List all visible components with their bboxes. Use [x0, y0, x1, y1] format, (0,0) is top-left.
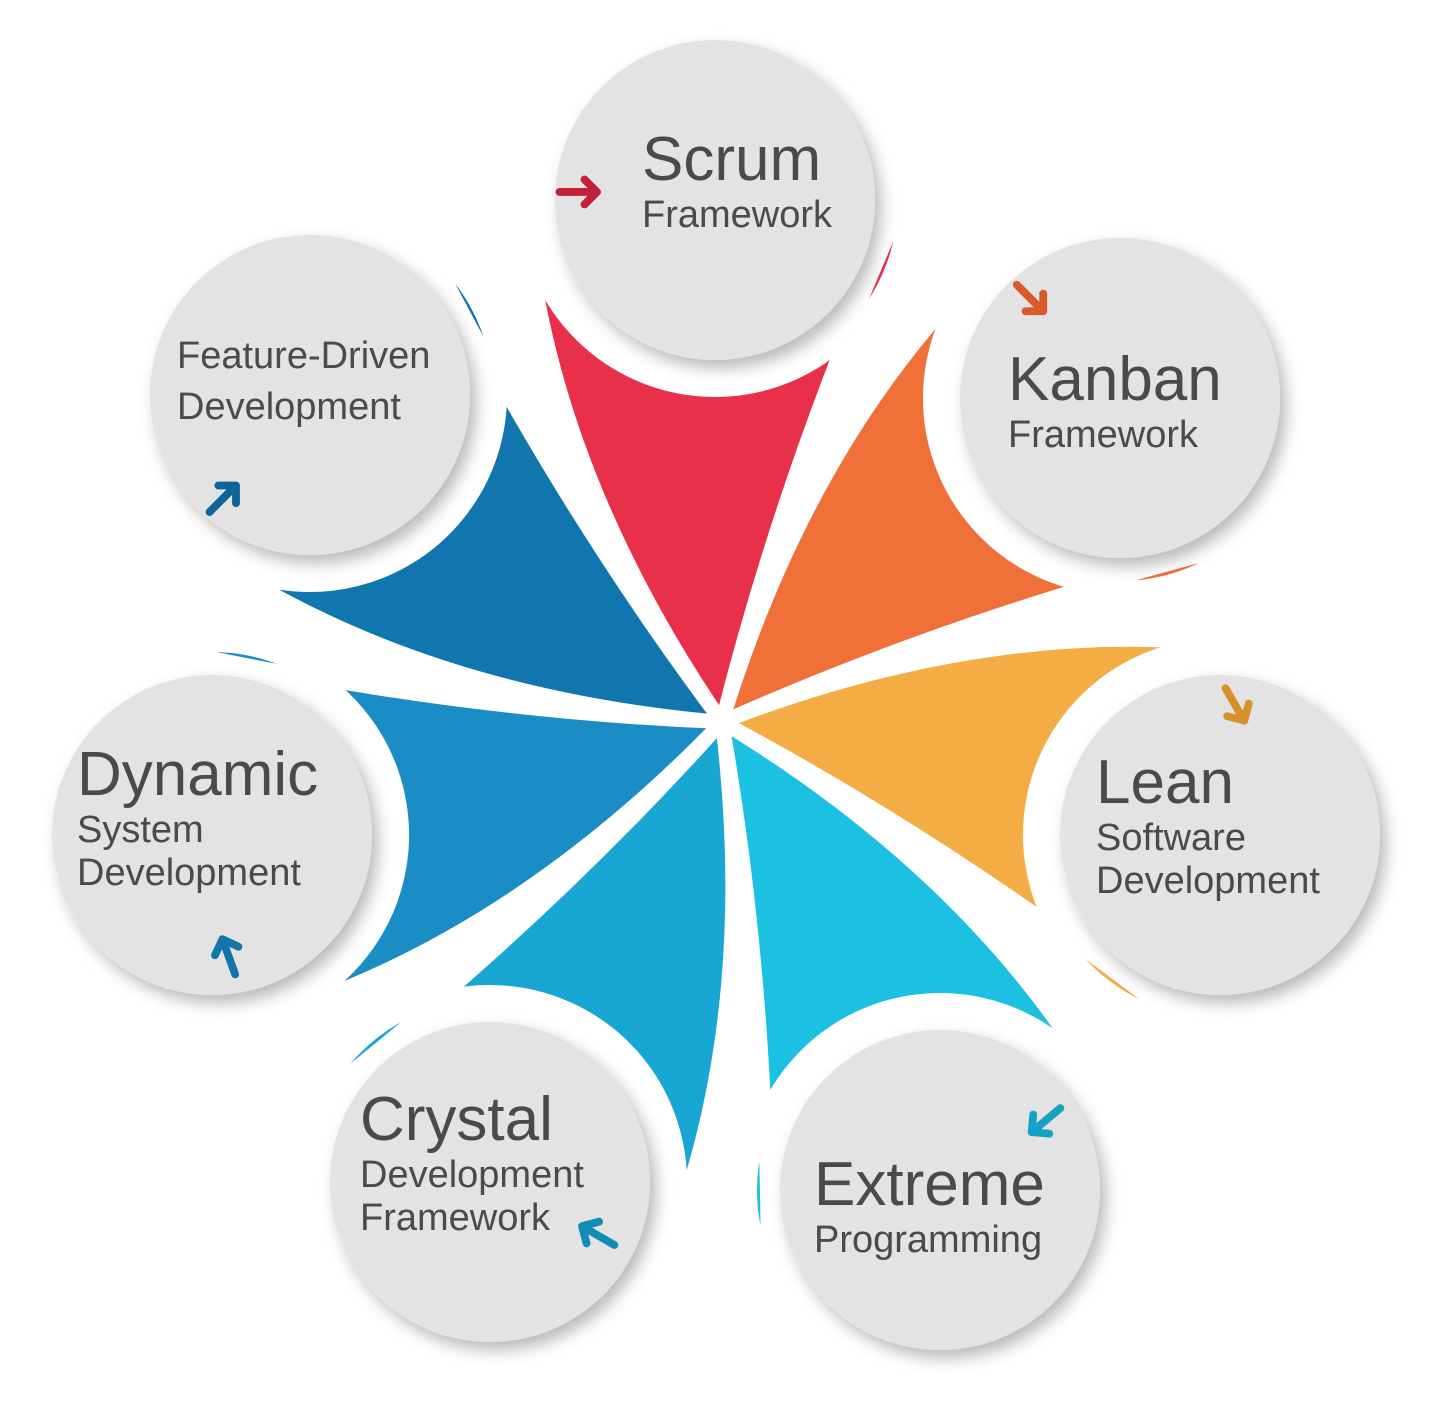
petal-subtitle: Development: [77, 851, 301, 894]
petal-subtitle: Development: [1096, 859, 1320, 902]
petal-crystal: [313, 715, 740, 1275]
petal-subtitle: System: [77, 809, 204, 852]
petal-subtitle: Development: [360, 1154, 584, 1197]
petal-subtitle: Feature-Driven: [177, 335, 431, 377]
petal-circle-lean: [1060, 675, 1380, 995]
petal-label-lean: Lean Software Development: [1096, 748, 1320, 903]
petal-label-crystal: Crystal Development Framework: [360, 1085, 584, 1240]
petal-fdd: [184, 239, 729, 729]
petal-circle-scrum: [555, 40, 875, 360]
petal-circle-crystal: [330, 1022, 650, 1342]
petal-label-scrum: Scrum Framework: [642, 125, 832, 237]
petal-title: Dynamic: [77, 740, 319, 809]
petal-lean: [715, 632, 1270, 1028]
petal-subtitle: Framework: [360, 1196, 551, 1239]
petal-subtitle: Programming: [814, 1219, 1043, 1262]
petal-dynamic: [163, 637, 729, 1028]
petal-label-fdd: Feature-Driven Development: [177, 335, 430, 428]
petal-circle-fdd: [150, 235, 470, 555]
petal-circle-kanban: [960, 238, 1280, 558]
petal-title: Kanban: [1008, 345, 1222, 414]
petal-title: Lean: [1096, 748, 1234, 817]
petal-label-kanban: Kanban Framework: [1008, 345, 1222, 457]
petal-scrum: [518, 190, 912, 729]
petal-subtitle: Framework: [642, 194, 833, 237]
petal-subtitle: Development: [177, 385, 401, 428]
petal-title: Crystal: [360, 1085, 553, 1154]
arrow-icon: ➜: [552, 154, 606, 226]
petal-label-dynamic: Dynamic System Development: [77, 740, 318, 895]
petal-title: Extreme: [814, 1150, 1045, 1219]
petal-circle-extreme: [780, 1030, 1100, 1350]
petal-kanban: [715, 243, 1247, 729]
petal-subtitle: Software: [1096, 817, 1246, 860]
petal-circle-dynamic: [52, 675, 372, 995]
petal-subtitle: Framework: [1008, 414, 1199, 457]
petal-title: Scrum: [642, 125, 822, 194]
petal-extreme: [715, 715, 1120, 1278]
petal-label-extreme: Extreme Programming: [814, 1150, 1045, 1262]
